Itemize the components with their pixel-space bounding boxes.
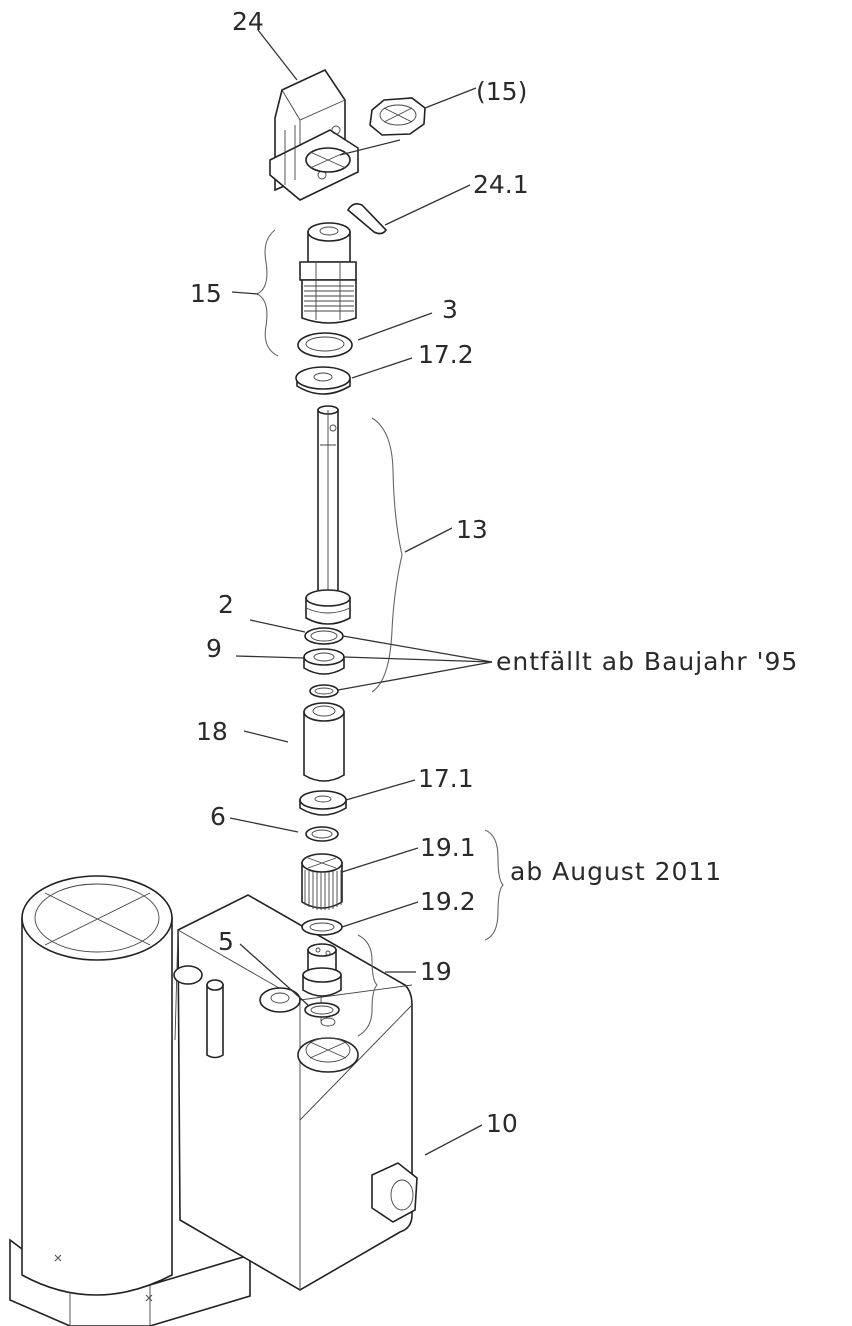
label-17-2: 17.2	[418, 340, 474, 369]
washer-17-2	[295, 366, 351, 395]
leader-lines	[229, 29, 493, 1156]
label-9: 9	[206, 634, 222, 663]
small-o-ring	[309, 684, 339, 698]
label-15: 15	[190, 279, 222, 308]
label-15-ref: (15)	[476, 77, 527, 106]
label-18: 18	[196, 717, 228, 746]
filter-19-1	[301, 853, 343, 910]
hex-nut-15	[369, 97, 426, 136]
label-5: 5	[218, 927, 234, 956]
label-17-1: 17.1	[418, 764, 474, 793]
ring-9	[303, 648, 345, 675]
label-19: 19	[420, 957, 452, 986]
o-ring-5	[304, 1002, 340, 1018]
o-ring-6	[305, 826, 339, 842]
label-24: 24	[232, 7, 264, 36]
note-ab-august: ab August 2011	[510, 857, 722, 886]
label-19-1: 19.1	[420, 833, 476, 862]
label-24-1: 24.1	[473, 170, 529, 199]
label-6: 6	[210, 802, 226, 831]
label-10: 10	[486, 1109, 518, 1138]
pin-24-1	[346, 203, 388, 235]
clamp-block-24	[269, 68, 359, 201]
base-block-10	[9, 875, 418, 1326]
label-3: 3	[442, 295, 458, 324]
brace-19	[357, 934, 378, 1037]
label-13: 13	[456, 515, 488, 544]
label-2: 2	[218, 590, 234, 619]
label-19-2: 19.2	[420, 887, 476, 916]
note-entfaellt: entfällt ab Baujahr '95	[496, 647, 798, 676]
brace-13	[371, 417, 403, 693]
washer-17-1	[299, 790, 347, 816]
brace-19-1-19-2	[484, 829, 504, 941]
valve-19	[302, 943, 342, 997]
ring-19-2	[301, 918, 343, 936]
sleeve-18	[303, 702, 345, 782]
shaft-13	[305, 405, 351, 625]
brace-15	[255, 229, 279, 357]
fitting-15	[299, 222, 357, 324]
